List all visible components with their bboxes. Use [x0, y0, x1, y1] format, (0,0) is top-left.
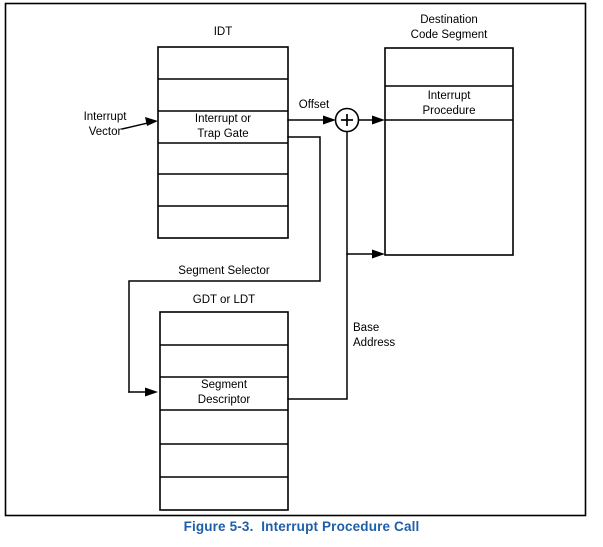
segment-descriptor-label-line2: Descriptor: [198, 394, 251, 406]
base-address-label-line2: Address: [353, 337, 395, 349]
destination-code-segment: Destination Code Segment Interrupt Proce…: [384, 14, 514, 256]
base-address-branch-arrowhead: [372, 249, 385, 259]
segment-selector-label: Segment Selector: [178, 265, 270, 277]
base-address-line: [287, 131, 348, 400]
base-address-connector: Base Address: [287, 131, 395, 400]
gdt-ldt-title: GDT or LDT: [193, 294, 255, 306]
interrupt-procedure-label-line2: Procedure: [422, 105, 475, 117]
gdt-ldt-table-outline: [159, 311, 289, 511]
interrupt-procedure-label-line1: Interrupt: [428, 90, 472, 102]
gdt-ldt-table: GDT or LDT Segment Descriptor: [159, 294, 289, 511]
offset-arrowhead: [323, 115, 336, 125]
segment-selector-line: [128, 136, 321, 393]
idt-table: IDT Interrupt or Trap Gate: [157, 26, 289, 239]
figure-border: [4, 2, 587, 517]
adder-output-arrowhead: [372, 115, 385, 125]
adder: [334, 107, 360, 133]
adder-to-interrupt-procedure: [358, 115, 385, 125]
idt-gate-label-line1: Interrupt or: [195, 113, 251, 125]
base-address-label-line1: Base: [353, 322, 379, 334]
interrupt-vector-label-line1: Interrupt: [84, 111, 128, 123]
segment-descriptor-label-line1: Segment: [201, 379, 248, 391]
figure-caption: Figure 5-3. Interrupt Procedure Call: [183, 519, 420, 534]
offset-label: Offset: [299, 99, 330, 111]
destination-code-segment-title-line2: Code Segment: [411, 29, 489, 41]
interrupt-vector-arrowhead: [145, 117, 158, 126]
interrupt-vector-connector: Interrupt Vector: [84, 111, 158, 138]
interrupt-vector-label-line2: Vector: [89, 126, 122, 138]
idt-title: IDT: [214, 26, 233, 38]
destination-code-segment-outline: [384, 47, 514, 256]
idt-gate-label-line2: Trap Gate: [197, 128, 248, 140]
segment-selector-connector: Segment Selector: [128, 136, 321, 397]
offset-connector: Offset: [287, 99, 336, 125]
destination-code-segment-title-line1: Destination: [420, 14, 478, 26]
